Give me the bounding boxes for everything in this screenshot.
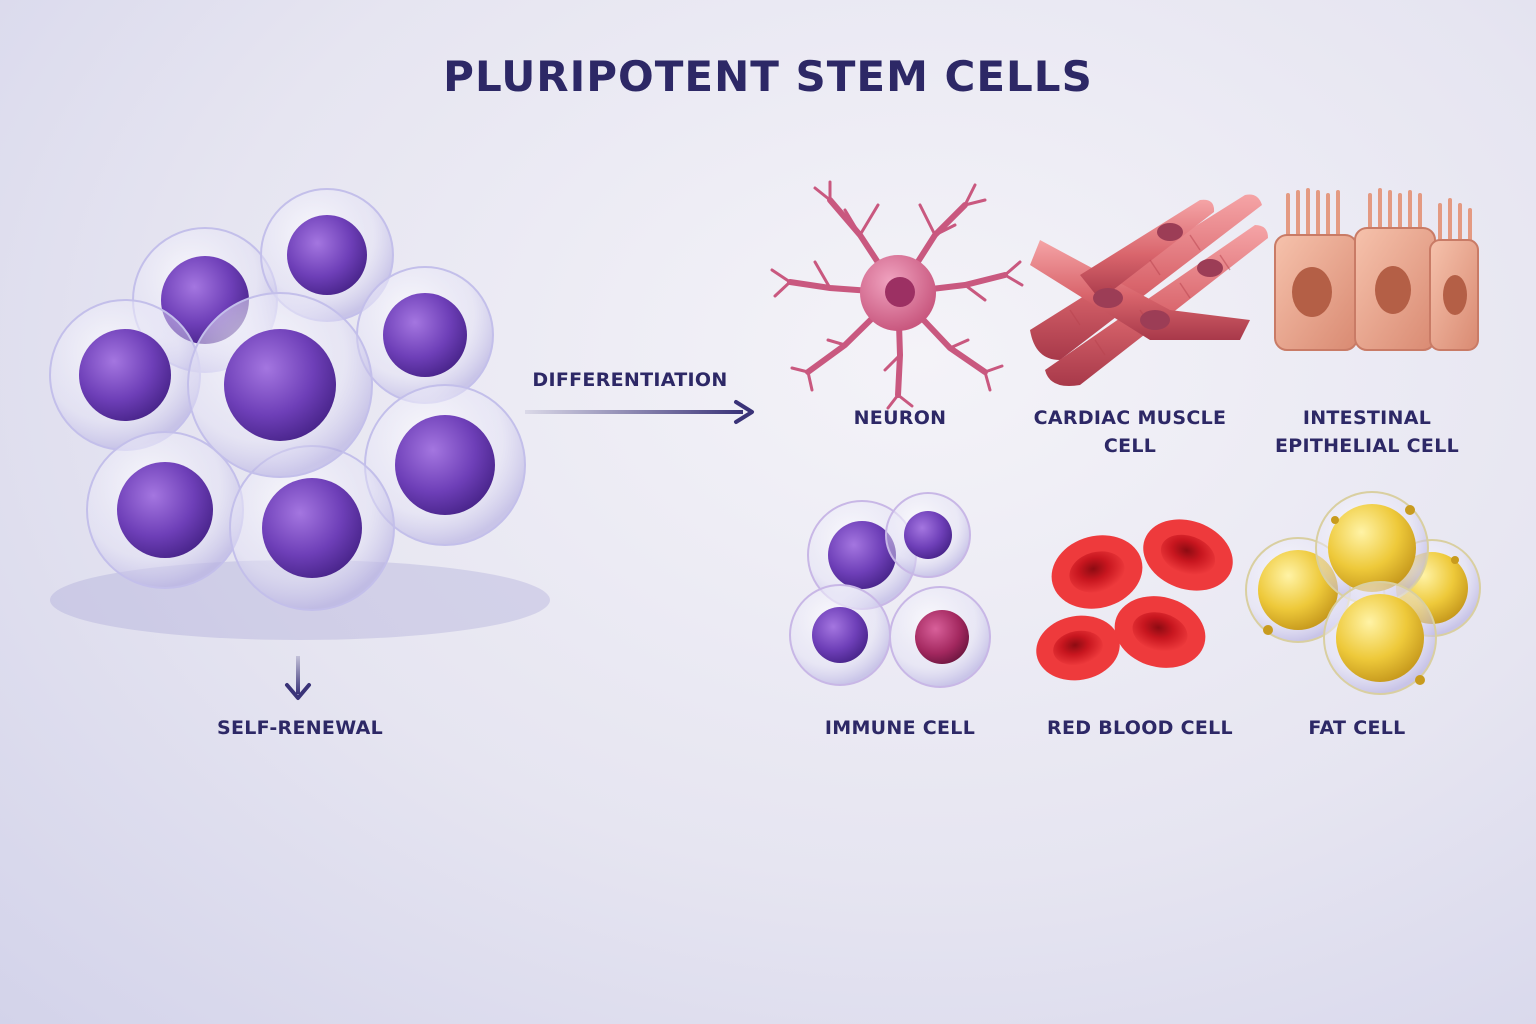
neuron-label: NEURON: [853, 407, 947, 429]
neuron-icon: [770, 180, 1024, 410]
red-blood-cell-icon: [1036, 519, 1233, 681]
self-renewal-label: SELF-RENEWAL: [216, 717, 384, 739]
fat-cell-icon: [1245, 491, 1481, 695]
stem-cell: [86, 431, 244, 589]
red-blood-cell-label: RED BLOOD CELL: [1047, 717, 1233, 739]
stem-cell-cluster: [49, 188, 550, 640]
stem-cell: [260, 188, 394, 322]
stem-cell: [364, 384, 526, 546]
self-renewal-arrow: [285, 656, 311, 700]
intestinal-epithelial-cell-label: INTESTINAL EPITHELIAL CELL: [1274, 407, 1460, 457]
immune-cell-label: IMMUNE CELL: [824, 717, 976, 739]
page-title: PLURIPOTENT STEM CELLS: [443, 52, 1093, 101]
stem-cell: [356, 266, 494, 404]
differentiation-label: DIFFERENTIATION: [532, 369, 728, 391]
differentiation-arrow: [525, 400, 754, 424]
cardiac-muscle-cell-label: CARDIAC MUSCLE CELL: [1033, 407, 1227, 457]
immune-cell-icon: [789, 492, 991, 688]
cardiac-muscle-cell-icon: [1030, 194, 1268, 386]
fat-cell-label: FAT CELL: [1308, 717, 1406, 739]
stem-cell: [187, 292, 373, 478]
stem-cell: [49, 299, 201, 451]
intestinal-epithelial-cell-icon: [1274, 188, 1479, 351]
